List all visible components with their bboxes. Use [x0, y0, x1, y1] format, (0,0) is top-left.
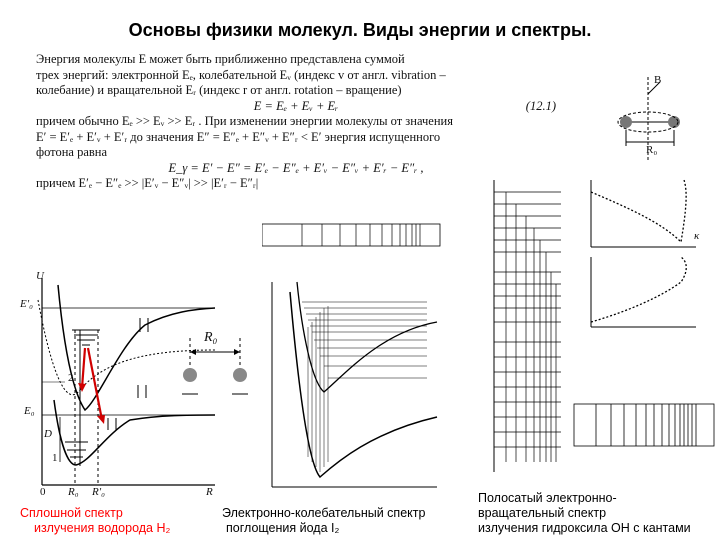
e0-prime-label: E′₀: [20, 298, 33, 310]
intro-line-2: трех энергий: электронной Eₑ, колебатель…: [36, 67, 446, 82]
middle-caption-line-1: Электронно-колебательный спектр: [222, 506, 426, 520]
d-label: D: [44, 428, 52, 440]
left-caption-line-2: излучения водорода H₂: [34, 521, 171, 535]
energy-formula: E = Eₑ + Eᵥ + Eᵣ (12.1): [36, 99, 556, 115]
u-axis-label: U: [36, 270, 44, 282]
energy-formula-text: E = Eₑ + Eᵥ + Eᵣ: [253, 98, 339, 113]
kappa-label: κ: [694, 230, 700, 242]
photon-energy-formula: E_γ = E′ − E″ = E′ₑ − E″ₑ + E′ᵥ − E″ᵥ + …: [168, 160, 424, 175]
r0-label: R₀: [68, 486, 79, 498]
right-caption-line-1: Полосатый электронно-: [478, 491, 617, 505]
oh-band-spectrum-diagram: [493, 179, 715, 472]
r-axis-label: R: [206, 486, 213, 498]
e0-label: E₀: [24, 405, 35, 417]
level-1-label: 1: [52, 452, 58, 464]
hydrogen-potential-diagram: [37, 278, 216, 486]
middle-caption: Электронно-колебательный спектр поглощен…: [222, 506, 425, 536]
right-caption: Полосатый электронно- вращательный спект…: [478, 491, 718, 536]
molecule-r0-label: R₀: [646, 144, 658, 156]
intro-text: Энергия молекулы E может быть приближенн…: [36, 52, 556, 192]
intro-line-6: фотона равна: [36, 145, 108, 159]
intro-line-7: причем E′ₑ − E″ₑ >> |E′ᵥ − E″ᵥ| >> |E′ᵣ …: [36, 176, 259, 190]
zero-label: 0: [40, 486, 46, 498]
left-caption-line-1: Сплошной спектр: [20, 506, 123, 520]
r0-separation-label: R₀: [204, 330, 218, 345]
middle-caption-line-2: поглощения йода I₂: [226, 521, 340, 535]
intro-line-1: Энергия молекулы E может быть приближенн…: [36, 52, 405, 66]
b-label: B: [654, 74, 662, 86]
right-caption-line-2: вращательный спектр: [478, 506, 607, 520]
r0-prime-label: R′₀: [92, 486, 105, 498]
equation-number: (12.1): [525, 98, 556, 113]
dissociating-atoms-figure: [182, 338, 248, 395]
intro-line-3: колебание) и вращательной Eᵣ (индекс r о…: [36, 83, 402, 97]
rotating-molecule-figure: [617, 77, 680, 162]
right-caption-line-3: излучения гидроксила OH с кантами: [478, 521, 691, 535]
level-2-label: 2: [68, 372, 74, 384]
left-caption: Сплошной спектр излучения водорода H₂: [20, 506, 170, 536]
intro-line-4: причем обычно Eₑ >> Eᵥ >> Eᵣ . При измен…: [36, 114, 453, 128]
iodine-spectrum-diagram: [262, 223, 441, 488]
page-title: Основы физики молекул. Виды энергии и сп…: [128, 20, 592, 40]
intro-line-5: E′ = E′ₑ + E′ᵥ + E′ᵣ до значения E″ = E″…: [36, 129, 441, 144]
